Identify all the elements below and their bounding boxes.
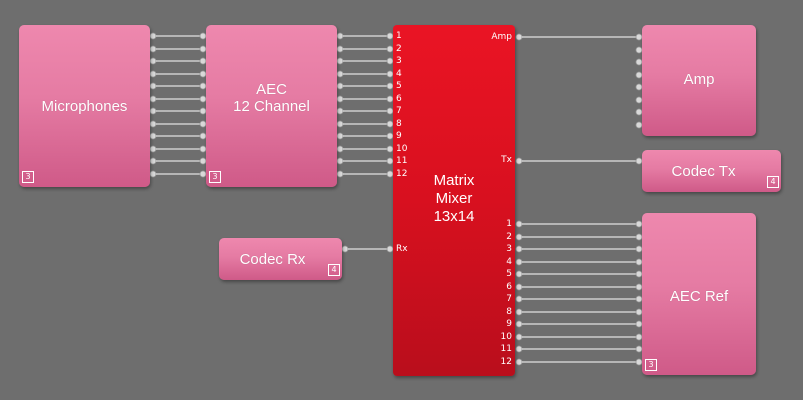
mixer-output-label: 6 xyxy=(506,282,512,292)
mixer-output-label: 4 xyxy=(506,257,512,267)
mixer-output-pin[interactable] xyxy=(515,333,523,341)
mixer-output-label: 8 xyxy=(506,307,512,317)
microphones-output-pin[interactable] xyxy=(149,120,157,128)
mixer-input-label: 8 xyxy=(396,119,402,129)
microphones-output-pin[interactable] xyxy=(149,132,157,140)
mixer-input-label: 3 xyxy=(396,56,402,66)
mixer-input-label: 7 xyxy=(396,106,402,116)
codec-rx-block[interactable]: Codec Rx 4 xyxy=(219,238,342,280)
mixer-tx-output-pin[interactable] xyxy=(515,157,523,165)
microphones-output-pin[interactable] xyxy=(149,157,157,165)
aec-ref-block[interactable]: AEC Ref 3 xyxy=(642,213,756,375)
mixer-output-label: 9 xyxy=(506,319,512,329)
aec-output-pin[interactable] xyxy=(336,132,344,140)
microphones-badge: 3 xyxy=(22,171,34,183)
aec-output-pin[interactable] xyxy=(336,170,344,178)
amp-block[interactable]: Amp xyxy=(642,25,756,136)
mixer-output-pin[interactable] xyxy=(515,220,523,228)
matrix-mixer-title: Matrix Mixer 13x14 xyxy=(433,172,475,225)
mixer-input-label: 1 xyxy=(396,31,402,41)
mixer-input-label: 10 xyxy=(396,144,408,154)
microphones-output-pin[interactable] xyxy=(149,95,157,103)
aec-ref-badge: 3 xyxy=(645,359,657,371)
mixer-input-label: 2 xyxy=(396,44,402,54)
amp-title: Amp xyxy=(683,71,715,88)
microphones-output-pin[interactable] xyxy=(149,57,157,65)
aec-output-pin[interactable] xyxy=(336,120,344,128)
mixer-output-pin[interactable] xyxy=(515,283,523,291)
codec-tx-block[interactable]: Codec Tx 4 xyxy=(642,150,781,192)
aec-ref-title: AEC Ref xyxy=(669,287,729,305)
microphones-title: Microphones xyxy=(41,97,128,115)
aec-badge: 3 xyxy=(209,171,221,183)
mixer-amp-pin-label: Amp xyxy=(491,32,512,42)
codec-rx-title: Codec Rx xyxy=(239,250,306,268)
microphones-output-pin[interactable] xyxy=(149,32,157,40)
mixer-output-label: 5 xyxy=(506,269,512,279)
codec-tx-title: Codec Tx xyxy=(671,162,736,180)
mixer-amp-output-pin[interactable] xyxy=(515,33,523,41)
aec-output-pin[interactable] xyxy=(336,145,344,153)
mixer-input-label: 11 xyxy=(396,156,408,166)
codec-rx-output-pin[interactable] xyxy=(341,245,349,253)
mixer-output-pin[interactable] xyxy=(515,295,523,303)
mixer-rx-pin-label: Rx xyxy=(396,244,408,254)
mixer-input-label: 9 xyxy=(396,131,402,141)
aec-output-pin[interactable] xyxy=(336,107,344,115)
codec-rx-badge: 4 xyxy=(328,264,340,276)
mixer-output-label: 10 xyxy=(500,332,512,342)
mixer-input-label: 6 xyxy=(396,94,402,104)
microphones-output-pin[interactable] xyxy=(149,45,157,53)
mixer-input-label: 4 xyxy=(396,69,402,79)
mixer-output-pin[interactable] xyxy=(515,245,523,253)
aec-output-pin[interactable] xyxy=(336,157,344,165)
mixer-output-label: 12 xyxy=(500,357,512,367)
mixer-output-label: 7 xyxy=(506,294,512,304)
mixer-output-label: 2 xyxy=(506,232,512,242)
mixer-output-pin[interactable] xyxy=(515,308,523,316)
aec-output-pin[interactable] xyxy=(336,95,344,103)
mixer-output-pin[interactable] xyxy=(515,345,523,353)
codec-tx-badge: 4 xyxy=(767,176,779,188)
microphones-output-pin[interactable] xyxy=(149,170,157,178)
aec-output-pin[interactable] xyxy=(336,70,344,78)
mixer-output-label: 1 xyxy=(506,219,512,229)
microphones-output-pin[interactable] xyxy=(149,107,157,115)
mixer-output-pin[interactable] xyxy=(515,270,523,278)
mixer-input-label: 12 xyxy=(396,169,408,179)
aec-output-pin[interactable] xyxy=(336,45,344,53)
mixer-output-label: 3 xyxy=(506,244,512,254)
aec-output-pin[interactable] xyxy=(336,32,344,40)
aec-block[interactable]: AEC 12 Channel 3 xyxy=(206,25,337,187)
mixer-tx-pin-label: Tx xyxy=(501,155,512,165)
mixer-input-label: 5 xyxy=(396,81,402,91)
mixer-output-label: 11 xyxy=(500,344,512,354)
aec-output-pin[interactable] xyxy=(336,82,344,90)
aec-title: AEC 12 Channel xyxy=(233,81,310,115)
aec-output-pin[interactable] xyxy=(336,57,344,65)
microphones-output-pin[interactable] xyxy=(149,145,157,153)
microphones-block[interactable]: Microphones 3 xyxy=(19,25,150,187)
mixer-output-pin[interactable] xyxy=(515,358,523,366)
mixer-output-pin[interactable] xyxy=(515,258,523,266)
mixer-output-pin[interactable] xyxy=(515,320,523,328)
mixer-output-pin[interactable] xyxy=(515,233,523,241)
microphones-output-pin[interactable] xyxy=(149,82,157,90)
microphones-output-pin[interactable] xyxy=(149,70,157,78)
